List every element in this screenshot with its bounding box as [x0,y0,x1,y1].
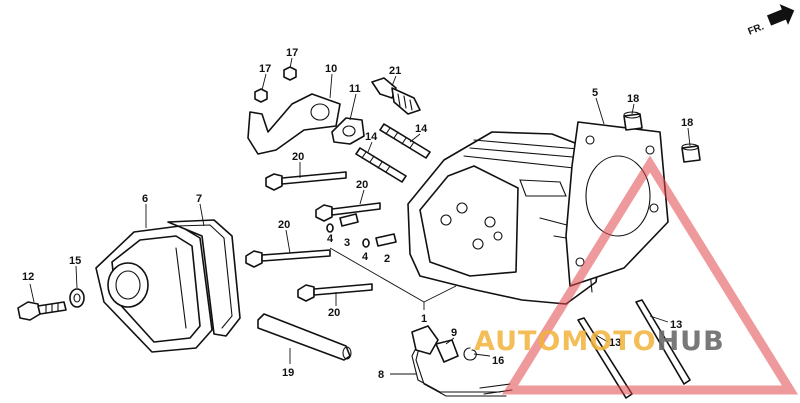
callout-9: 9 [451,327,457,339]
o-ring-4a [326,223,334,233]
callout-17a: 17 [259,63,271,75]
callout-18b: 18 [681,117,693,129]
cover-bolt [17,301,67,321]
sealing-washer [69,288,85,308]
leader-lines [29,57,691,375]
callout-18a: 18 [627,93,639,105]
callout-13a: 13 [609,337,621,349]
callout-4b: 4 [362,251,369,263]
callout-6: 6 [142,193,148,205]
nut-17b [283,66,297,81]
stud-lower [355,147,407,183]
breather-tube [257,313,352,361]
connector [435,339,459,363]
watermark: AUTOMOTOHUB [474,155,799,395]
watermark-moto: MOTO [561,326,656,357]
callout-8: 8 [378,369,384,381]
callout-2: 2 [384,253,390,265]
callout-1: 1 [421,313,427,325]
watermark-triangle-icon [501,155,799,395]
intake-pipe [247,93,341,155]
head-bolt-upper [265,171,347,191]
head-bolt-middle [315,202,381,222]
intake-gasket [331,117,365,145]
callout-21: 21 [389,65,401,77]
callout-10: 10 [325,63,337,75]
callout-19: 19 [282,367,294,379]
callout-4a: 4 [327,233,334,245]
spark-plug [371,77,421,115]
watermark-text: AUTOMOTOHUB [474,326,725,357]
watermark-auto: AUTO [474,326,561,357]
long-stud-right [635,299,691,385]
nut-17a [254,88,268,103]
callout-14b: 14 [415,123,428,135]
callout-5: 5 [592,87,598,99]
dowel-pin-2 [375,233,397,247]
front-arrow-icon [766,4,795,26]
front-direction-indicator: FR. [746,4,795,38]
callout-17b: 17 [286,47,298,59]
callout-11: 11 [349,83,361,95]
dowel-pin-3 [339,213,359,227]
callout-14a: 14 [365,131,378,143]
callout-16: 16 [492,355,504,367]
callout-12: 12 [22,271,34,283]
head-bolt-left [245,249,331,268]
callout-15: 15 [69,255,81,267]
callout-13b: 13 [670,319,682,331]
callout-20c: 20 [278,219,290,231]
o-ring-4b [362,238,370,248]
callout-20b: 20 [356,179,368,191]
stud-upper [379,123,431,159]
watermark-hub: HUB [657,326,725,357]
head-bolt-lower [297,283,373,302]
callout-20a: 20 [292,151,304,163]
valve-cover [95,225,213,353]
front-direction-label: FR. [746,21,765,37]
callout-7: 7 [196,193,202,205]
callout-3: 3 [344,237,350,249]
wire-harness [411,325,513,397]
dowel-18b [681,143,701,163]
dowel-18a [623,111,643,131]
cylinder-head [407,131,607,305]
wire-clip [463,347,477,361]
callout-20d: 20 [328,307,340,319]
callout-labels: 17 17 10 21 11 14 14 5 18 18 20 20 20 20… [22,47,693,381]
valve-cover-gasket [167,219,241,337]
head-gasket [565,121,669,287]
